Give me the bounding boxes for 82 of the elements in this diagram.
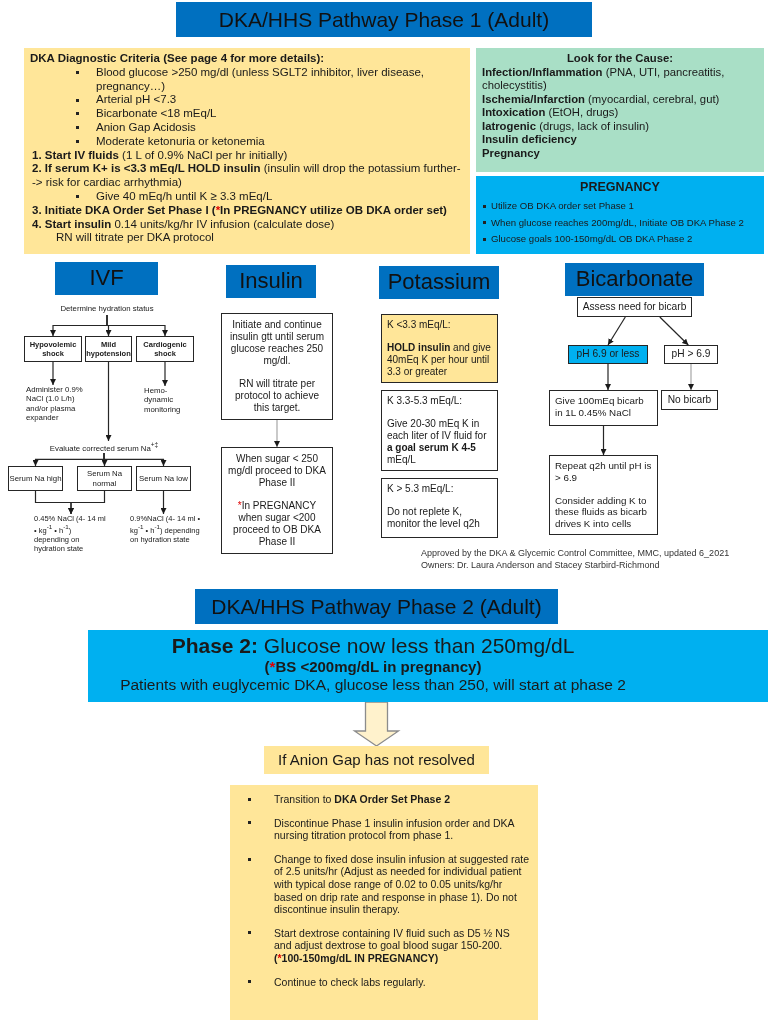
- process-box: [549, 455, 658, 535]
- arrow: [105, 361, 112, 442]
- cause-text: Ischemia/Infarction (myocardial, cerebral, gut): [482, 92, 721, 107]
- numbered-step: 1. Start IV fluids (1 L of 0.9% NaCl per hr initially): [30, 148, 464, 163]
- block-arrow: [352, 701, 401, 747]
- box-text: Repeat q2h until pH is > 6.9: [555, 460, 652, 484]
- numbered-step: 4. Start insulin 0.14 units/kg/hr IV infusion (calculate dose): [30, 217, 464, 232]
- range-heading: K <3.3 mEq/L:: [387, 319, 452, 331]
- bullet-text: Anion Gap Acidosis: [30, 121, 464, 135]
- box-text: Do not replete K, monitor the level q2h: [387, 506, 481, 530]
- section-header: Bicarbonate: [565, 263, 704, 296]
- range-heading: K > 5.3 mEq/L:: [387, 483, 455, 495]
- box-text: *In PREGNANCY when sugar <200 proceed to OB DKA Phase II: [232, 500, 322, 548]
- box-text: Consider adding K to these fluids as bicarb drives K into cells: [555, 494, 649, 530]
- banner-heading: Phase 2: Glucose now less than 250mg/dL: [170, 633, 576, 659]
- bullet-text: Transition to DKA Order Set Phase 2: [238, 793, 530, 806]
- bullet-text: Continue to check labs regularly.: [238, 975, 530, 989]
- bullet-text: Utilize OB DKA order set Phase 1: [482, 200, 758, 212]
- panel-heading: DKA Diagnostic Criteria (See page 4 for more details):: [30, 52, 326, 66]
- process-box: Give 100mEq bicarb in 1L 0.45% NaCl: [549, 390, 658, 426]
- panel-heading: Look for the Cause:: [565, 52, 675, 66]
- process-box: [381, 314, 498, 383]
- box-text: Initiate and continue insulin gtt until serum glucose reaches 250 mg/dl.: [229, 319, 325, 367]
- cause-text: Pregnancy: [482, 146, 541, 161]
- bullet-text: Give 40 mEq/h until K ≥ 3.3 mEq/L: [30, 189, 464, 204]
- arrow: [103, 452, 167, 467]
- cause-text: Iatrogenic (drugs, lack of insulin): [482, 119, 650, 134]
- bullet-text: Bicarbonate <18 mEq/L: [30, 107, 464, 121]
- arrow: [600, 425, 607, 456]
- process-box: [221, 313, 333, 420]
- box-text: Give 20-30 mEq K in each liter of IV fluid for a goal serum K 4-5 mEq/L: [387, 418, 488, 466]
- note-text: RN will titrate per DKA protocol: [55, 231, 215, 246]
- arrow: [659, 316, 689, 346]
- phase-banner: [88, 630, 768, 702]
- title-banner: DKA/HHS Pathway Phase 1 (Adult): [176, 2, 592, 37]
- footnote-text: Owners: Dr. Laura Anderson and Stacey Starbird-Richmond: [421, 560, 660, 570]
- process-box: Assess need for bicarb: [577, 297, 692, 317]
- arrow: [607, 316, 626, 346]
- box-text: When sugar < 250 mg/dl proceed to DKA Phase II: [227, 453, 327, 489]
- bullet-text: When glucose reaches 200mg/dL, Initiate OB DKA Phase 2: [482, 216, 758, 228]
- process-box: No bicarb: [661, 390, 718, 410]
- criteria-panel: [24, 48, 470, 254]
- arrow: [106, 314, 168, 337]
- section-header: Potassium: [379, 266, 499, 299]
- numbered-step: 2. If serum K+ is <3.3 mEq/L HOLD insulin (insulin will drop the potassium further--> risk for cardiac arrhythmia): [30, 162, 464, 190]
- instruction-panel: [230, 785, 538, 1020]
- cause-text: Infection/Inflammation (PNA, UTI, pancreatitis, cholecystitis): [482, 65, 726, 93]
- bullet-text: Blood glucose >250 mg/dl (unless SGLT2 inhibitor, liver disease, pregnancy…): [30, 65, 464, 94]
- bullet-text: Arterial pH <7.3: [30, 93, 464, 108]
- arrow: [50, 361, 56, 386]
- cause-text: Insulin deficiency: [482, 133, 578, 147]
- arrow: [162, 361, 168, 387]
- bullet-text: Start dextrose containing IV fluid such as D5 ½ NS and adjust dextrose to goal blood sugar 150-200. (*100-150mg/dL IN PREGNANCY): [238, 926, 530, 965]
- cause-text: Intoxication (EtOH, drugs): [482, 106, 620, 120]
- range-heading: K 3.3-5.3 mEq/L:: [387, 395, 464, 407]
- process-box: [381, 478, 498, 538]
- arrow: [605, 363, 611, 391]
- panel-heading: PREGNANCY: [579, 180, 661, 195]
- bullet-text: Glucose goals 100-150mg/dL OB DKA Phase 2: [482, 233, 758, 245]
- pregnancy-panel: [476, 176, 764, 254]
- bullet-text: Discontinue Phase 1 insulin infusion order and DKA nursing titration protocol from phase 1.: [238, 816, 530, 842]
- condition-box: If Anion Gap has not resolved: [264, 746, 489, 774]
- cause-panel: [476, 48, 764, 172]
- condition-box: pH > 6.9: [664, 345, 718, 364]
- arrow: [274, 419, 280, 448]
- box-text: RN will titrate per protocol to achieve this target.: [234, 378, 320, 414]
- bullet-text: Moderate ketonuria or ketonemia: [30, 134, 464, 149]
- banner-text: Patients with euglycemic DKA, glucose less than 250, will start at phase 2: [119, 676, 627, 695]
- section-header: Insulin: [226, 265, 316, 298]
- process-box: [381, 390, 498, 471]
- numbered-step: 3. Initiate DKA Order Set Phase I (*In PREGNANCY utilize OB DKA order set): [30, 203, 464, 218]
- arrow: [688, 363, 694, 391]
- condition-box: pH 6.9 or less: [568, 345, 648, 364]
- section-header: IVF: [55, 262, 158, 295]
- section-banner: DKA/HHS Pathway Phase 2 (Adult): [195, 589, 558, 624]
- box-text: HOLD insulin and give 40mEq K per hour until 3.3 or greater: [387, 342, 492, 378]
- arrow: [68, 490, 106, 515]
- footnote-text: Approved by the DKA & Glycemic Control Committee, MMC, updated 6_2021: [421, 548, 730, 558]
- process-box: [221, 447, 333, 554]
- arrow: [160, 490, 167, 515]
- bullet-text: Change to fixed dose insulin infusion at suggested rate of 2.5 units/hr (Adjust as needed for individual patient with typical dose range of 0.02 to 0.05 units/kg/hr based on drip rate and response in phase 1). Do not discontinue insulin therapy.: [238, 852, 530, 916]
- banner-subheading: (*BS <200mg/dL in pregnancy): [263, 658, 483, 677]
